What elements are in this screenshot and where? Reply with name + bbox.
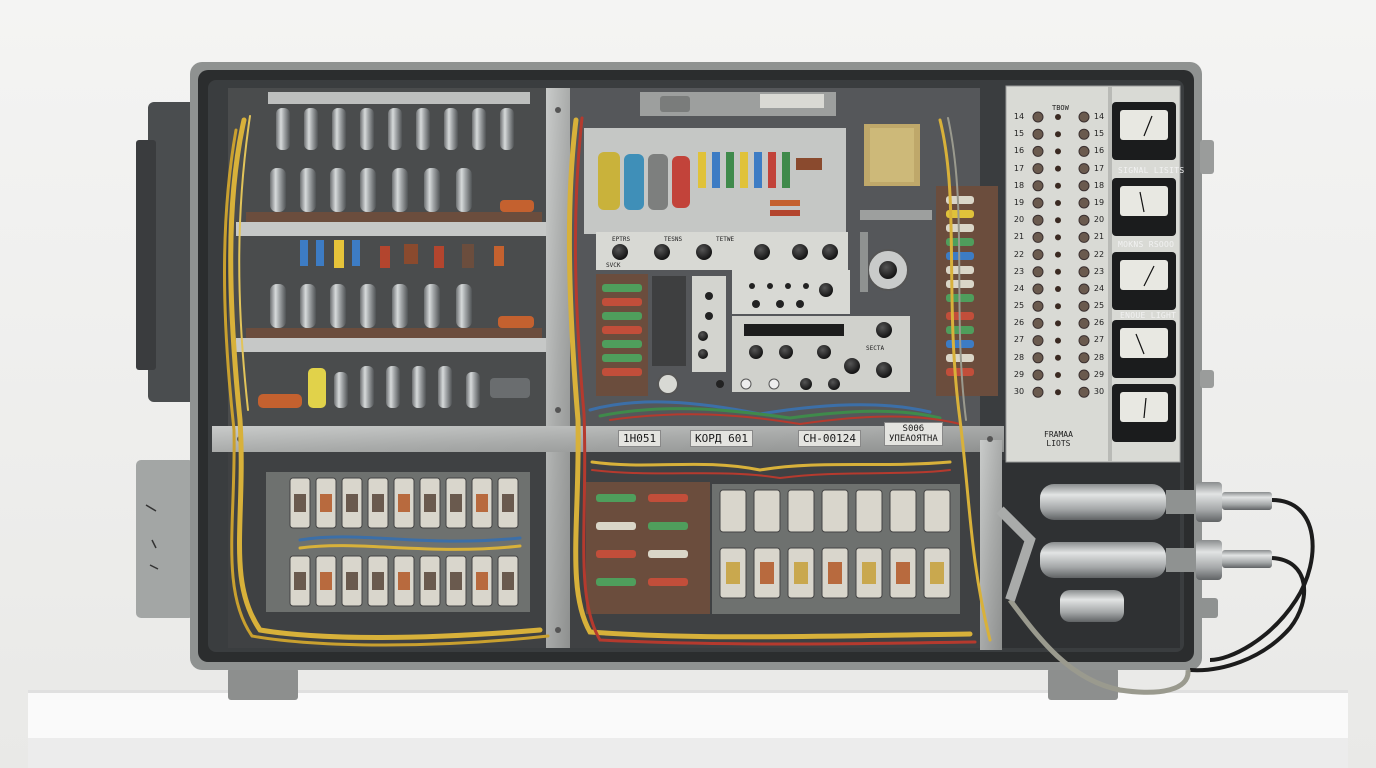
terminal-numbers-left: 14 15 16 17 18 19 20 21 22 23 24 25 26 27 28 29 30 — [1012, 108, 1026, 400]
frame-vertical-bar — [546, 88, 570, 648]
relay-bank-center — [586, 482, 960, 614]
terminal-number: 24 — [1013, 283, 1025, 293]
terminal-number: 27 — [1093, 335, 1105, 345]
coaxial-connectors — [996, 482, 1315, 695]
strip-label-1: 1H051 — [618, 430, 662, 447]
control-circuit-board — [584, 92, 998, 396]
strip-label-3: СН-00124 — [798, 430, 861, 447]
terminal-number: 22 — [1013, 249, 1025, 259]
wire-harness — [223, 115, 992, 647]
terminal-number: 19 — [1013, 197, 1025, 207]
strip-label-2: КОРД 601 — [690, 430, 753, 447]
terminal-number: 17 — [1013, 163, 1025, 173]
terminal-number: 22 — [1093, 249, 1105, 259]
meter-label-signal: SIGNAL LISITS — [1118, 166, 1185, 175]
terminal-number: 21 — [1013, 232, 1025, 242]
terminal-numbers-right: 14 15 16 17 18 19 20 21 22 23 24 25 26 27 28 29 30 — [1092, 108, 1106, 400]
terminal-number: 26 — [1093, 318, 1105, 328]
terminal-number: 26 — [1013, 318, 1025, 328]
terminal-number: 25 — [1093, 301, 1105, 311]
terminal-number: 19 — [1093, 197, 1105, 207]
terminal-number: 15 — [1013, 129, 1025, 139]
meter-label-mokns: MOKNS RSOOO — [1118, 240, 1175, 249]
terminal-number: 23 — [1013, 266, 1025, 276]
terminal-number: 16 — [1093, 146, 1105, 156]
frame-horizontal-bar — [212, 426, 1004, 452]
chassis-foot-right — [1048, 668, 1118, 700]
knob-plate-label-4: SECTA — [866, 345, 885, 352]
terminal-number: 20 — [1013, 215, 1025, 225]
meter-label-engine: ENOUE LIGHT — [1120, 311, 1177, 320]
terminal-number: 29 — [1013, 369, 1025, 379]
panel-bottom-label: FRAMAA LIOTS — [1044, 430, 1073, 448]
terminal-number: 14 — [1013, 112, 1025, 121]
terminal-number: 30 — [1093, 387, 1105, 396]
terminal-number: 14 — [1093, 112, 1105, 121]
terminal-number: 30 — [1013, 387, 1025, 396]
chassis-foot-left — [228, 668, 298, 700]
terminal-number: 25 — [1013, 301, 1025, 311]
terminal-number: 15 — [1093, 129, 1105, 139]
terminal-number: 28 — [1093, 352, 1105, 362]
analog-meter-column — [1112, 102, 1176, 442]
side-junction-box — [136, 460, 194, 618]
strip-label-4: S006 УПЕАОЯТНА — [884, 422, 943, 446]
knob-plate-label-1: EPTRS — [612, 236, 631, 243]
terminal-number: 23 — [1093, 266, 1105, 276]
terminal-number: 28 — [1013, 352, 1025, 362]
terminal-number: 16 — [1013, 146, 1025, 156]
terminal-number: 18 — [1013, 180, 1025, 190]
terminal-number: 18 — [1093, 180, 1105, 190]
plate-small-label: SVCK — [606, 262, 621, 269]
knob-plate-label-3: TETWE — [716, 236, 735, 243]
terminal-number: 24 — [1093, 283, 1105, 293]
terminal-number: 21 — [1093, 232, 1105, 242]
terminal-number: 20 — [1093, 215, 1105, 225]
relay-bank-left — [266, 472, 530, 612]
vacuum-tube-rack — [236, 92, 546, 408]
terminal-number: 27 — [1013, 335, 1025, 345]
terminal-number: 29 — [1093, 369, 1105, 379]
panel-top-label: TBOW — [1052, 104, 1069, 112]
terminal-number: 17 — [1093, 163, 1105, 173]
knob-plate-label-2: TESNS — [664, 236, 683, 243]
side-transformer-box — [148, 102, 198, 402]
